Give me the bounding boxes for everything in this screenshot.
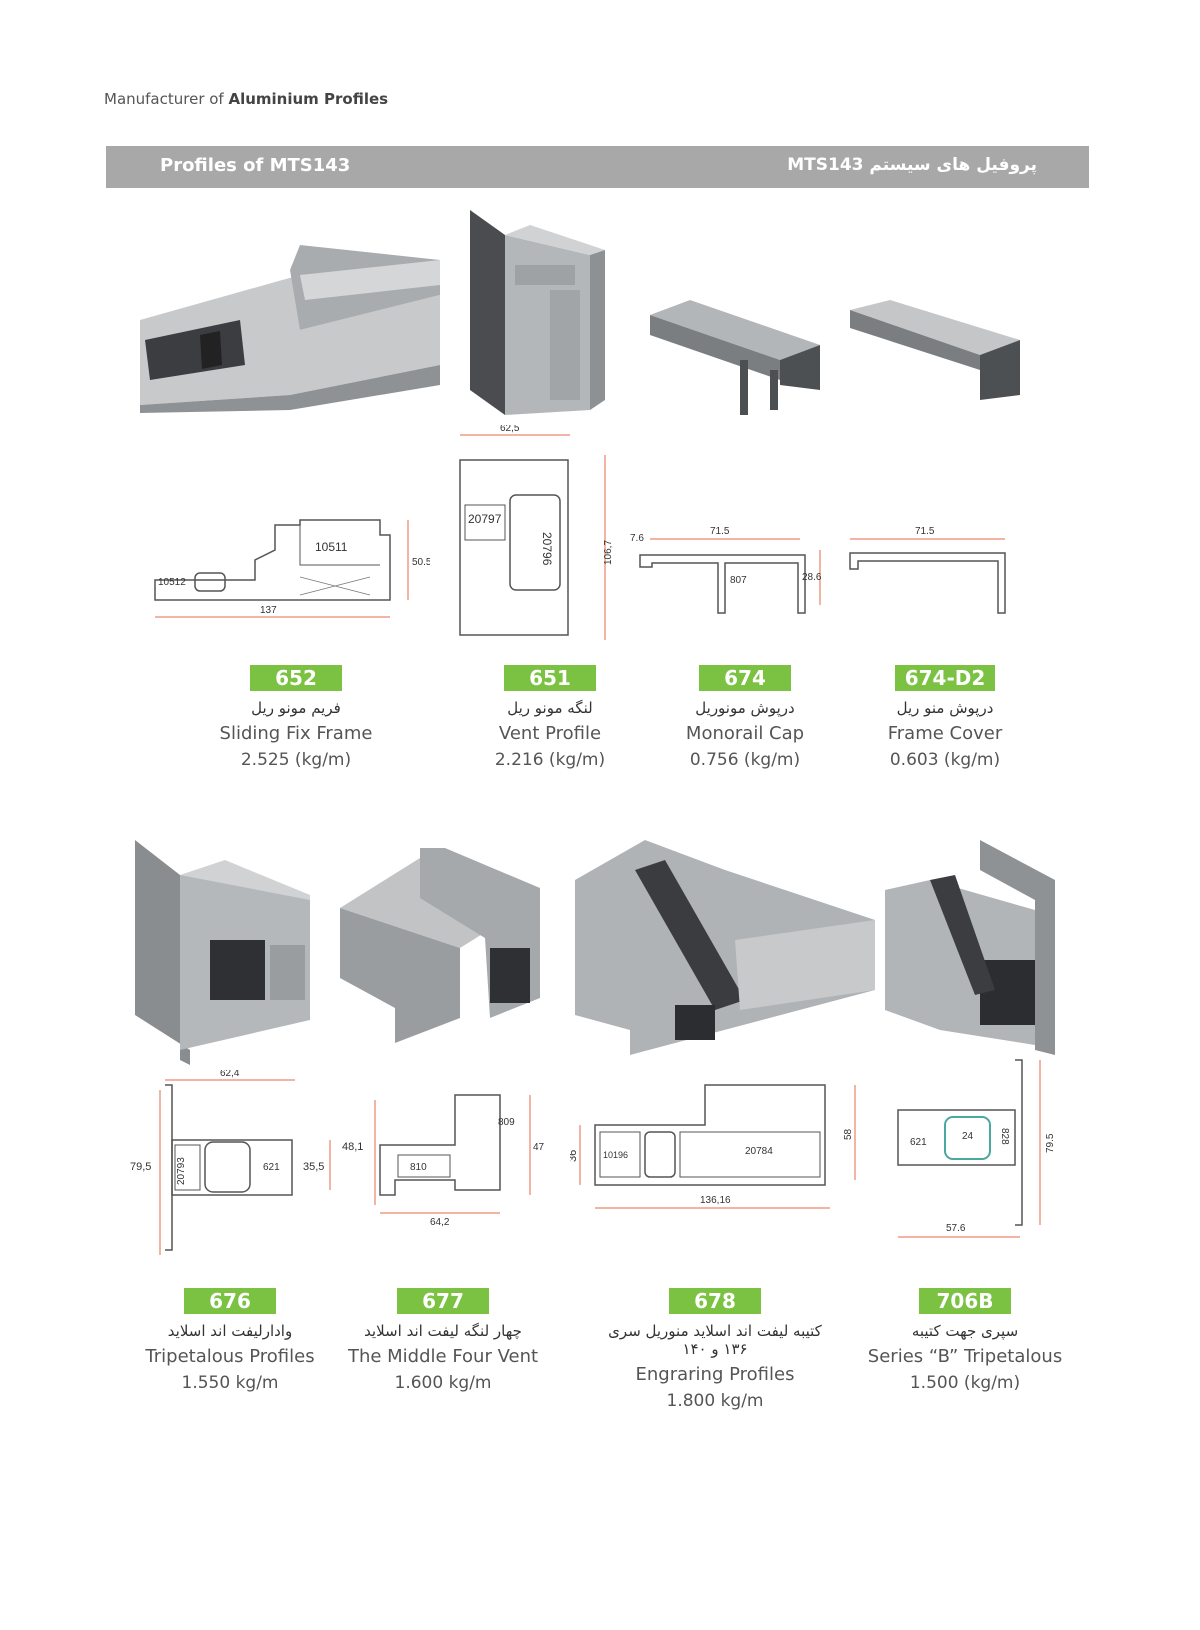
dim-676-height: 79,5 [130,1161,151,1173]
header-prefix: Manufacturer of [104,90,229,108]
section-banner: Profiles of MTS143 پروفیل های سیستم MTS1… [106,146,1089,188]
profile-678-render [575,840,875,1055]
dim-678-part-b: 20784 [745,1146,773,1157]
dim-678-part-a: 10196 [603,1150,628,1160]
dim-706b-part-a: 621 [910,1137,927,1148]
dim-674d2-width: 71.5 [915,526,935,537]
dim-706b-part-b: 828 [999,1128,1010,1145]
dim-651-part-a: 20797 [468,512,502,526]
name-fa: درپوش منو ریل [896,699,994,717]
profile-706b-render [885,840,1055,1055]
caption-674-d2: 674-D2 درپوش منو ریل Frame Cover 0.603 (… [825,665,1065,770]
name-en: The Middle Four Vent [347,1346,539,1367]
profile-674-render [650,300,820,415]
name-en: Engraring Profiles [635,1364,795,1385]
profile-652-render [140,245,440,413]
dim-678-height: 58 [843,1128,854,1140]
dim-676-part-b: 621 [263,1162,280,1173]
name-en: Series “B” Tripetalous [867,1346,1063,1367]
weight: 1.550 kg/m [181,1373,279,1393]
profile-677-drawing: 48,1 809 810 47 64,2 [342,1094,545,1228]
caption-676: 676 وادارلیفت اند اسلاید Tripetalous Pro… [110,1288,350,1393]
dim-651-width: 62,5 [500,425,520,434]
dim-674-width: 71.5 [710,526,730,537]
weight: 1.800 kg/m [666,1391,764,1411]
banner-title-fa: پروفیل های سیستم MTS143 [787,155,1037,175]
caption-677: 677 چهار لنگه لیفت اند اسلاید The Middle… [323,1288,563,1393]
dim-652-part-b: 10512 [158,577,186,588]
profile-651-drawing: 62,5 20797 20796 106,7 [459,425,614,640]
dim-677-part-b: 810 [410,1162,427,1173]
dim-677-height: 48,1 [342,1141,363,1153]
profile-652-drawing: 10511 10512 50.5 137 [154,519,430,618]
code-badge: 678 [669,1288,761,1314]
weight: 0.603 (kg/m) [889,750,1001,770]
dim-706b-height: 79.5 [1045,1133,1056,1153]
dim-652-part-a: 10511 [315,540,348,554]
name-fa: فریم مونو ریل [251,699,341,717]
code-badge: 651 [504,665,596,691]
header-line: Manufacturer of Aluminium Profiles [104,90,388,108]
name-fa: درپوش مونوریل [695,699,795,717]
name-en: Vent Profile [498,723,602,744]
name-en: Tripetalous Profiles [145,1346,315,1367]
name-fa: لنگه مونو ریل [507,699,593,717]
weight: 1.600 kg/m [394,1373,492,1393]
profile-674-drawing: 7.6 71.5 807 28.6 [630,526,822,614]
profile-674-d2-drawing: 71.5 [849,526,1006,614]
name-en: Sliding Fix Frame [219,723,373,744]
caption-652: 652 فریم مونو ریل Sliding Fix Frame 2.52… [176,665,416,770]
profile-677-render [340,848,540,1043]
caption-674: 674 درپوش مونوریل Monorail Cap 0.756 (kg… [625,665,865,770]
profile-651-render [470,210,605,415]
dim-674-part: 807 [730,575,747,586]
name-en: Monorail Cap [685,723,805,744]
code-badge: 652 [250,665,342,691]
profile-676-drawing: 62,4 79,5 20793 621 35,5 [130,1070,331,1255]
dim-677-width: 64,2 [430,1217,450,1228]
dim-676-width: 62,4 [220,1070,240,1079]
name-fa: وادارلیفت اند اسلاید [167,1322,293,1340]
weight: 1.500 (kg/m) [909,1373,1021,1393]
name-fa: کتیبه لیفت اند اسلاید منوریل سری ۱۳۶ و ۱… [608,1322,822,1358]
code-badge: 706B [919,1288,1011,1314]
caption-678: 678 کتیبه لیفت اند اسلاید منوریل سری ۱۳۶… [595,1288,835,1411]
dim-678-side: 36 [570,1150,579,1162]
profile-674-d2-render [850,300,1020,400]
profile-678-drawing: 36 10196 20784 58 136,16 [570,1084,856,1209]
profile-706b-drawing: 621 24 828 79.5 57.6 [897,1059,1056,1238]
caption-651: 651 لنگه مونو ریل Vent Profile 2.216 (kg… [430,665,670,770]
dim-651-part-b: 20796 [540,532,554,566]
dim-676-part-a: 20793 [176,1157,187,1185]
dim-674-lip: 7.6 [630,533,644,544]
code-badge: 677 [397,1288,489,1314]
dim-677-part-a: 809 [498,1117,515,1128]
dim-706b-width: 57.6 [946,1223,966,1234]
weight: 2.525 (kg/m) [240,750,352,770]
code-badge: 674-D2 [895,665,995,691]
dim-651-height: 106,7 [603,540,614,565]
dim-706b-inner: 24 [962,1131,974,1142]
dim-677-side: 47 [533,1142,545,1153]
dim-678-width: 136,16 [700,1195,731,1206]
name-fa: چهار لنگه لیفت اند اسلاید [364,1322,522,1340]
weight: 2.216 (kg/m) [494,750,606,770]
header-brand: Aluminium Profiles [228,90,389,108]
name-fa: سپری جهت کتیبه [911,1322,1019,1340]
banner-title-en: Profiles of MTS143 [160,155,351,176]
dim-652-width: 137 [260,605,277,616]
profile-676-render [135,840,310,1065]
dim-676-depth: 35,5 [303,1161,324,1173]
dim-652-height: 50.5 [412,557,430,568]
code-badge: 676 [184,1288,276,1314]
caption-706b: 706B سپری جهت کتیبه Series “B” Tripetalo… [845,1288,1085,1393]
name-en: Frame Cover [887,723,1003,744]
weight: 0.756 (kg/m) [689,750,801,770]
dim-674-height: 28.6 [802,572,822,583]
code-badge: 674 [699,665,791,691]
